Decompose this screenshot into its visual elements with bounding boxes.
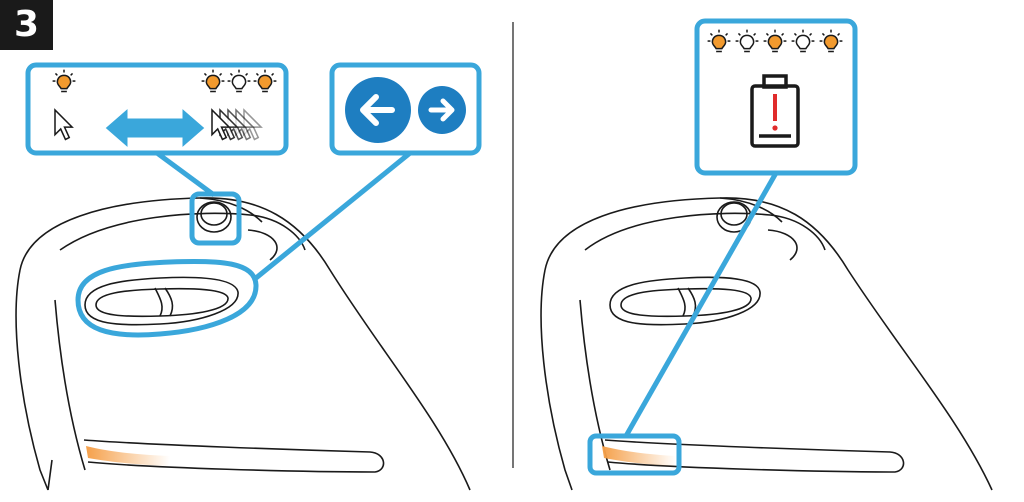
scroll-button-highlight xyxy=(189,191,242,246)
nav-callout xyxy=(329,62,482,156)
dpi-callout xyxy=(25,62,289,156)
nav-callout-connector xyxy=(254,151,412,280)
arrow-right-icon xyxy=(428,98,455,122)
dpi-callout-connector xyxy=(155,150,216,198)
step-number-badge: 3 xyxy=(0,0,53,50)
battery-low-icon xyxy=(750,74,800,148)
led-strip-right xyxy=(602,446,676,466)
side-buttons-highlight xyxy=(75,258,259,338)
mouse-left xyxy=(15,197,471,491)
mouse-right xyxy=(540,197,993,491)
led-highlight xyxy=(587,433,682,476)
double-arrow-icon xyxy=(104,106,206,150)
battery-callout xyxy=(694,18,858,176)
arrow-left-icon xyxy=(360,94,395,126)
battery-callout-connector xyxy=(623,171,779,438)
led-strip-left xyxy=(86,446,170,466)
